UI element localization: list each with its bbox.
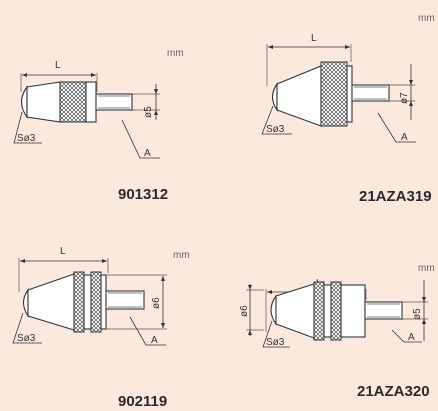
- probe-collar: [340, 284, 366, 338]
- knurl-ring: [320, 61, 348, 127]
- anvil-label: A: [408, 332, 415, 343]
- arrow-head: [20, 259, 25, 263]
- probe-stem: [364, 301, 403, 320]
- sphere-label: Sø3: [266, 337, 285, 348]
- arrow-head: [161, 276, 165, 281]
- knurl-ring: [73, 271, 85, 333]
- arrow-head: [268, 45, 273, 49]
- arrow-head: [248, 330, 252, 335]
- probe-stem: [351, 84, 390, 102]
- part-number: 901312: [118, 186, 168, 203]
- knurl-gap: [323, 284, 332, 338]
- extra-diameter-label: ø6: [239, 305, 250, 317]
- part-number: 902119: [118, 393, 167, 410]
- diameter-label: ø5: [143, 106, 154, 118]
- arrow-head: [248, 285, 252, 290]
- probe-body: [26, 81, 61, 123]
- knurl-ring: [59, 81, 87, 123]
- anvil-leader: [391, 329, 422, 343]
- probe-collar: [100, 274, 107, 330]
- anvil-label: A: [151, 335, 158, 346]
- arrow-head: [422, 297, 426, 302]
- diameter-label: ø7: [399, 92, 410, 104]
- probe-21AZA320: mm L ø6 ø5 Sø3: [239, 263, 435, 400]
- part-number: 21AZA320: [357, 383, 430, 400]
- unit-label: mm: [167, 48, 184, 59]
- length-label: L: [311, 33, 317, 44]
- anvil-leader: [129, 316, 166, 346]
- arrow-head: [345, 45, 350, 49]
- probe-stem: [105, 290, 145, 310]
- sphere-tip: [22, 288, 29, 318]
- sphere-leader: [12, 312, 42, 344]
- arrow-head: [409, 80, 413, 85]
- sphere-label: Sø3: [17, 133, 36, 144]
- unit-label: mm: [173, 250, 190, 261]
- probe-902119: mm L ø6 Sø3 A 902119: [12, 246, 190, 410]
- arrow-head: [409, 101, 413, 106]
- sphere-tip: [20, 85, 28, 119]
- diameter-label: ø6: [151, 297, 162, 309]
- unit-label: mm: [418, 263, 435, 274]
- probe-body: [27, 273, 75, 331]
- anvil-leader: [121, 119, 160, 159]
- arrow-head: [422, 319, 426, 324]
- arrow-head: [267, 290, 272, 294]
- sphere-leader: [262, 320, 290, 348]
- length-label: L: [60, 246, 66, 257]
- probe-body: [276, 65, 322, 127]
- anvil-leader: [377, 112, 416, 143]
- sphere-leader: [13, 111, 42, 144]
- knurl-ring: [313, 281, 325, 341]
- probe-21AZA319: mm L ø7 Sø3 A 21AZA319: [261, 13, 435, 205]
- probe-collar: [85, 81, 97, 123]
- sphere-label: Sø3: [17, 333, 36, 344]
- arrow-head: [102, 259, 107, 263]
- arrow-head: [22, 73, 27, 77]
- sphere-leader: [261, 105, 292, 135]
- knurl-ring: [90, 271, 102, 333]
- arrow-head: [154, 110, 158, 115]
- probe-901312: mm L ø5 Sø3 A 901312: [13, 48, 184, 203]
- knurl-ring: [330, 281, 342, 341]
- probe-stem: [95, 93, 133, 111]
- anvil-label: A: [144, 148, 151, 159]
- unit-label: mm: [418, 13, 435, 24]
- knurl-gap: [83, 274, 92, 330]
- probe-collar: [346, 65, 353, 123]
- arrow-head: [91, 73, 96, 77]
- length-label: L: [55, 60, 61, 71]
- anvil-label: A: [401, 132, 408, 143]
- diameter-label: ø5: [412, 308, 423, 320]
- arrow-head: [154, 89, 158, 94]
- part-number: 21AZA319: [359, 188, 432, 205]
- sphere-tip: [270, 294, 277, 326]
- sphere-label: Sø3: [266, 124, 285, 135]
- arrow-head: [161, 323, 165, 328]
